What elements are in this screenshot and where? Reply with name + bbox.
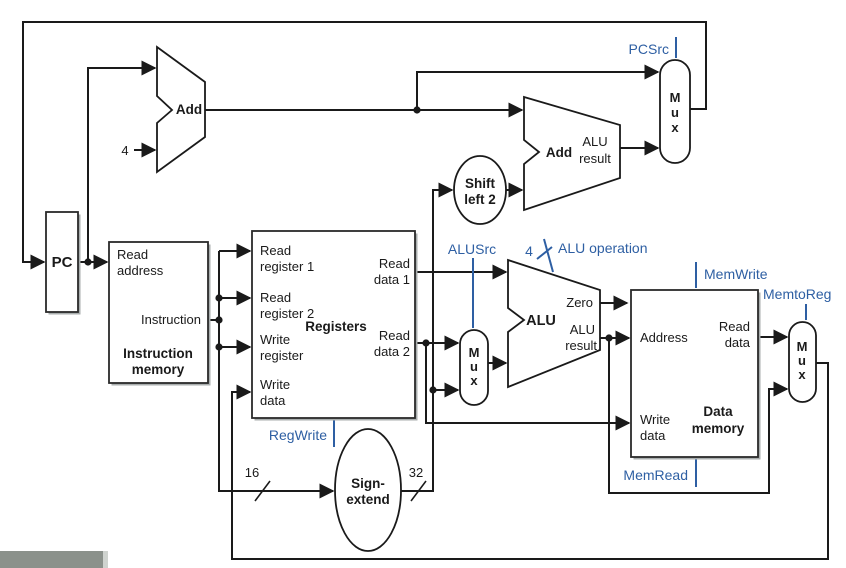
regs-rr1: Read bbox=[260, 243, 291, 258]
pc-adder-label: Add bbox=[176, 102, 202, 117]
mux-letter: x bbox=[798, 367, 806, 382]
mux-letter: x bbox=[671, 120, 679, 135]
regs-name: Registers bbox=[305, 319, 367, 334]
regs-rd2: Read bbox=[379, 328, 410, 343]
regs-wd: Write bbox=[260, 377, 290, 392]
shift-label: Shift bbox=[465, 176, 495, 191]
mux-letter: M bbox=[670, 90, 681, 105]
dmem-writedata-port: data bbox=[640, 428, 666, 443]
regs-rr1: register 1 bbox=[260, 259, 314, 274]
shift-left-2: Shift left 2 bbox=[453, 155, 507, 225]
memtoreg-mux: M u x bbox=[788, 321, 817, 403]
alusrc-label: ALUSrc bbox=[448, 241, 496, 257]
aluop-label: ALU operation bbox=[558, 240, 648, 256]
const4-label: 4 bbox=[121, 143, 128, 158]
bus-width-slash-32 bbox=[410, 480, 427, 502]
branch-adder-result-label: result bbox=[579, 151, 611, 166]
mux-letter: u bbox=[798, 353, 806, 368]
wire-mux-to-pc bbox=[22, 21, 707, 270]
junction-dot bbox=[215, 316, 223, 324]
branch-adder-label: Add bbox=[546, 145, 572, 160]
wire-readdata2-to-dmem bbox=[425, 343, 631, 431]
branch-adder-result-label: ALU bbox=[582, 134, 607, 149]
junction-dot bbox=[215, 343, 223, 351]
wire-pcplus4-to-mux bbox=[416, 64, 660, 110]
bottom-gray-bar bbox=[0, 551, 108, 568]
data-memory: Address Read data Write data Data memory bbox=[630, 289, 761, 460]
dmem-name: Data bbox=[703, 404, 733, 419]
control-signals: PCSrc RegWrite ALUSrc 4 ALU operation Me… bbox=[269, 37, 831, 487]
regs-rd1: Read bbox=[379, 256, 410, 271]
regwrite-label: RegWrite bbox=[269, 427, 327, 443]
junction-dot bbox=[422, 339, 430, 347]
junction-dot bbox=[215, 294, 223, 302]
alu-result-port: ALU bbox=[570, 322, 595, 337]
junction-dot bbox=[429, 386, 437, 394]
pc-label: PC bbox=[52, 254, 73, 271]
mux-letter: u bbox=[671, 105, 679, 120]
regs-wr: Write bbox=[260, 332, 290, 347]
regs-rd1: data 1 bbox=[374, 272, 410, 287]
memwrite-label: MemWrite bbox=[704, 266, 768, 282]
pcsrc-label: PCSrc bbox=[629, 41, 669, 57]
imem-instruction-port: Instruction bbox=[141, 312, 201, 327]
alu-name: ALU bbox=[526, 313, 556, 329]
memtoreg-label: MemtoReg bbox=[763, 286, 831, 302]
wire-writeback bbox=[231, 362, 829, 560]
bus-width-slash-16 bbox=[254, 480, 271, 502]
junction-dot bbox=[605, 334, 613, 342]
mux-letter: M bbox=[469, 345, 480, 360]
alu-result-port: result bbox=[565, 338, 597, 353]
pcsrc-mux: M u x bbox=[659, 59, 691, 164]
registers: Read register 1 Read register 2 Write re… bbox=[251, 230, 418, 421]
pc-register: PC bbox=[45, 211, 81, 315]
wire-pc-to-adder bbox=[87, 60, 157, 262]
junction-dot bbox=[84, 258, 92, 266]
wire-instruction-bus bbox=[218, 251, 335, 499]
dmem-name: memory bbox=[692, 421, 745, 436]
mux-letter: u bbox=[470, 359, 478, 374]
imem-name: memory bbox=[132, 362, 185, 377]
dmem-readdata-port: Read bbox=[719, 319, 750, 334]
regs-rd2: data 2 bbox=[374, 344, 410, 359]
regs-rr2: register 2 bbox=[260, 306, 314, 321]
memread-label: MemRead bbox=[623, 467, 688, 483]
regs-rr2: Read bbox=[260, 290, 291, 305]
shift-label: left 2 bbox=[464, 192, 496, 207]
pc-adder: Add 4 bbox=[121, 45, 206, 174]
imem-read-address: Read bbox=[117, 247, 148, 262]
instruction-memory: Read address Instruction Instruction mem… bbox=[108, 241, 211, 386]
wire-signext-out bbox=[401, 182, 454, 492]
sign-extend-label: Sign- bbox=[351, 476, 385, 491]
aluop-width-label: 4 bbox=[525, 243, 533, 259]
dmem-address-port: Address bbox=[640, 330, 688, 345]
aluop-slash bbox=[536, 246, 553, 260]
bus-width-16: 16 bbox=[245, 465, 259, 480]
sign-extend-label: extend bbox=[346, 492, 390, 507]
imem-read-address: address bbox=[117, 263, 164, 278]
branch-adder: Add ALU result bbox=[523, 95, 621, 212]
mux-letter: M bbox=[797, 339, 808, 354]
alu-zero-port: Zero bbox=[566, 295, 593, 310]
alu: ALU Zero ALU result bbox=[507, 258, 601, 389]
imem-name: Instruction bbox=[123, 346, 193, 361]
wires: 16 32 bbox=[22, 21, 829, 560]
dmem-writedata-port: Write bbox=[640, 412, 670, 427]
junction-dot bbox=[413, 106, 421, 114]
regs-wr: register bbox=[260, 348, 304, 363]
regs-wd: data bbox=[260, 393, 286, 408]
mux-letter: x bbox=[470, 373, 478, 388]
aluop-line bbox=[543, 238, 554, 273]
dmem-readdata-port: data bbox=[725, 335, 751, 350]
alusrc-mux: M u x bbox=[459, 329, 489, 406]
wire-aluresult-to-mux bbox=[608, 338, 789, 494]
bus-width-32: 32 bbox=[409, 465, 423, 480]
sign-extend: Sign- extend bbox=[334, 428, 402, 552]
